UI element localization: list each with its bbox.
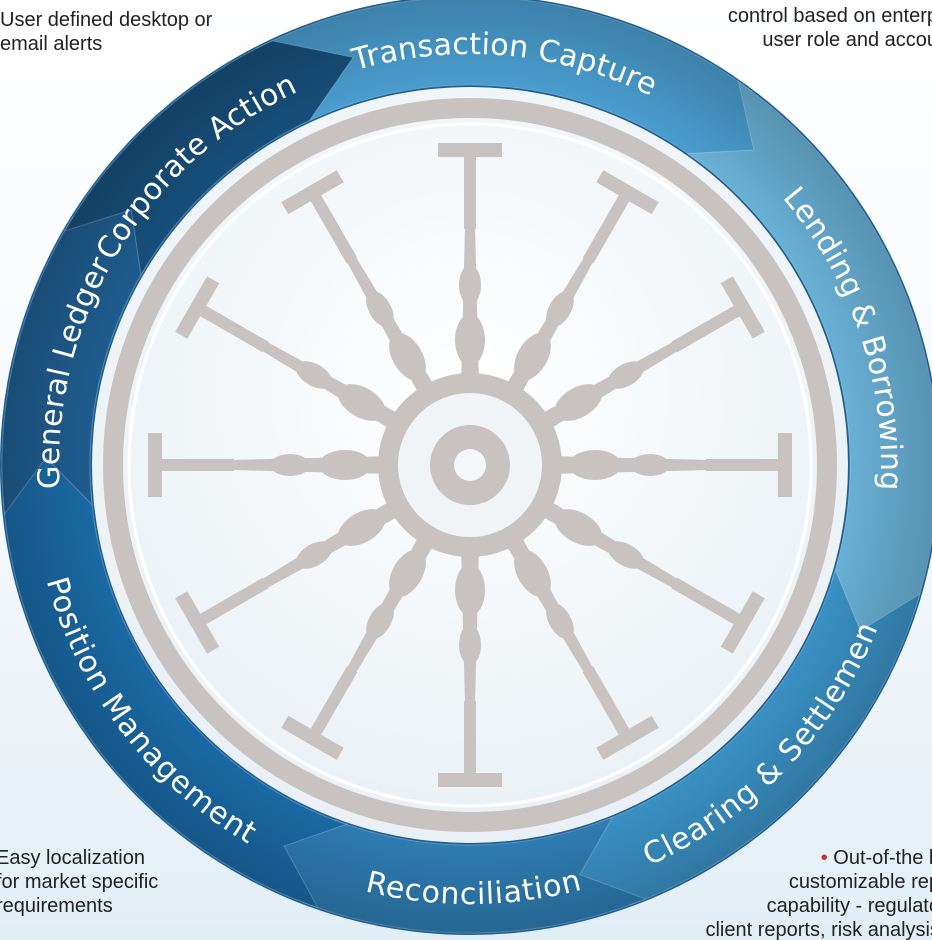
helm-spoke	[281, 529, 438, 760]
helm-spoke	[502, 170, 659, 401]
helm-spoke	[438, 545, 502, 787]
note-bottom-right: • Out-of-the b customizable rep capabili…	[705, 846, 932, 940]
helm-outer-rim	[103, 98, 837, 832]
note-line: User defined desktop or	[0, 9, 213, 31]
helm-spoke	[175, 497, 406, 654]
helm-spoke	[175, 276, 406, 433]
helm-spoke	[534, 497, 765, 654]
helm-spoke	[438, 143, 502, 385]
helm-spoke	[281, 170, 438, 401]
note-top-right: control based on enterp user role and ac…	[728, 4, 932, 52]
helm-spoke	[534, 276, 765, 433]
bullet-icon: •	[820, 847, 828, 869]
note-line: Easy localization	[0, 847, 145, 869]
note-line: customizable rep	[788, 871, 932, 893]
note-line: for market specific	[0, 871, 159, 893]
helm-hub-center	[454, 449, 486, 481]
note-line: email alerts	[0, 33, 103, 55]
helm-rim-highlight	[127, 122, 813, 808]
note-line: capability - regulato	[766, 895, 932, 917]
ships-helm-graphic	[103, 98, 837, 832]
note-line: control based on enterp	[727, 5, 932, 27]
note-line: user role and accou	[762, 29, 932, 51]
helm-spoke	[148, 433, 390, 497]
helm-spoke	[550, 433, 792, 497]
note-line: Out-of-the b	[833, 847, 932, 869]
note-bottom-left: Easy localization for market specific re…	[0, 846, 158, 918]
note-top-left: User defined desktop or email alerts	[0, 8, 212, 56]
note-line: client reports, risk analysis	[705, 919, 932, 940]
note-line: requirements	[0, 895, 113, 917]
helm-spoke	[502, 529, 659, 760]
